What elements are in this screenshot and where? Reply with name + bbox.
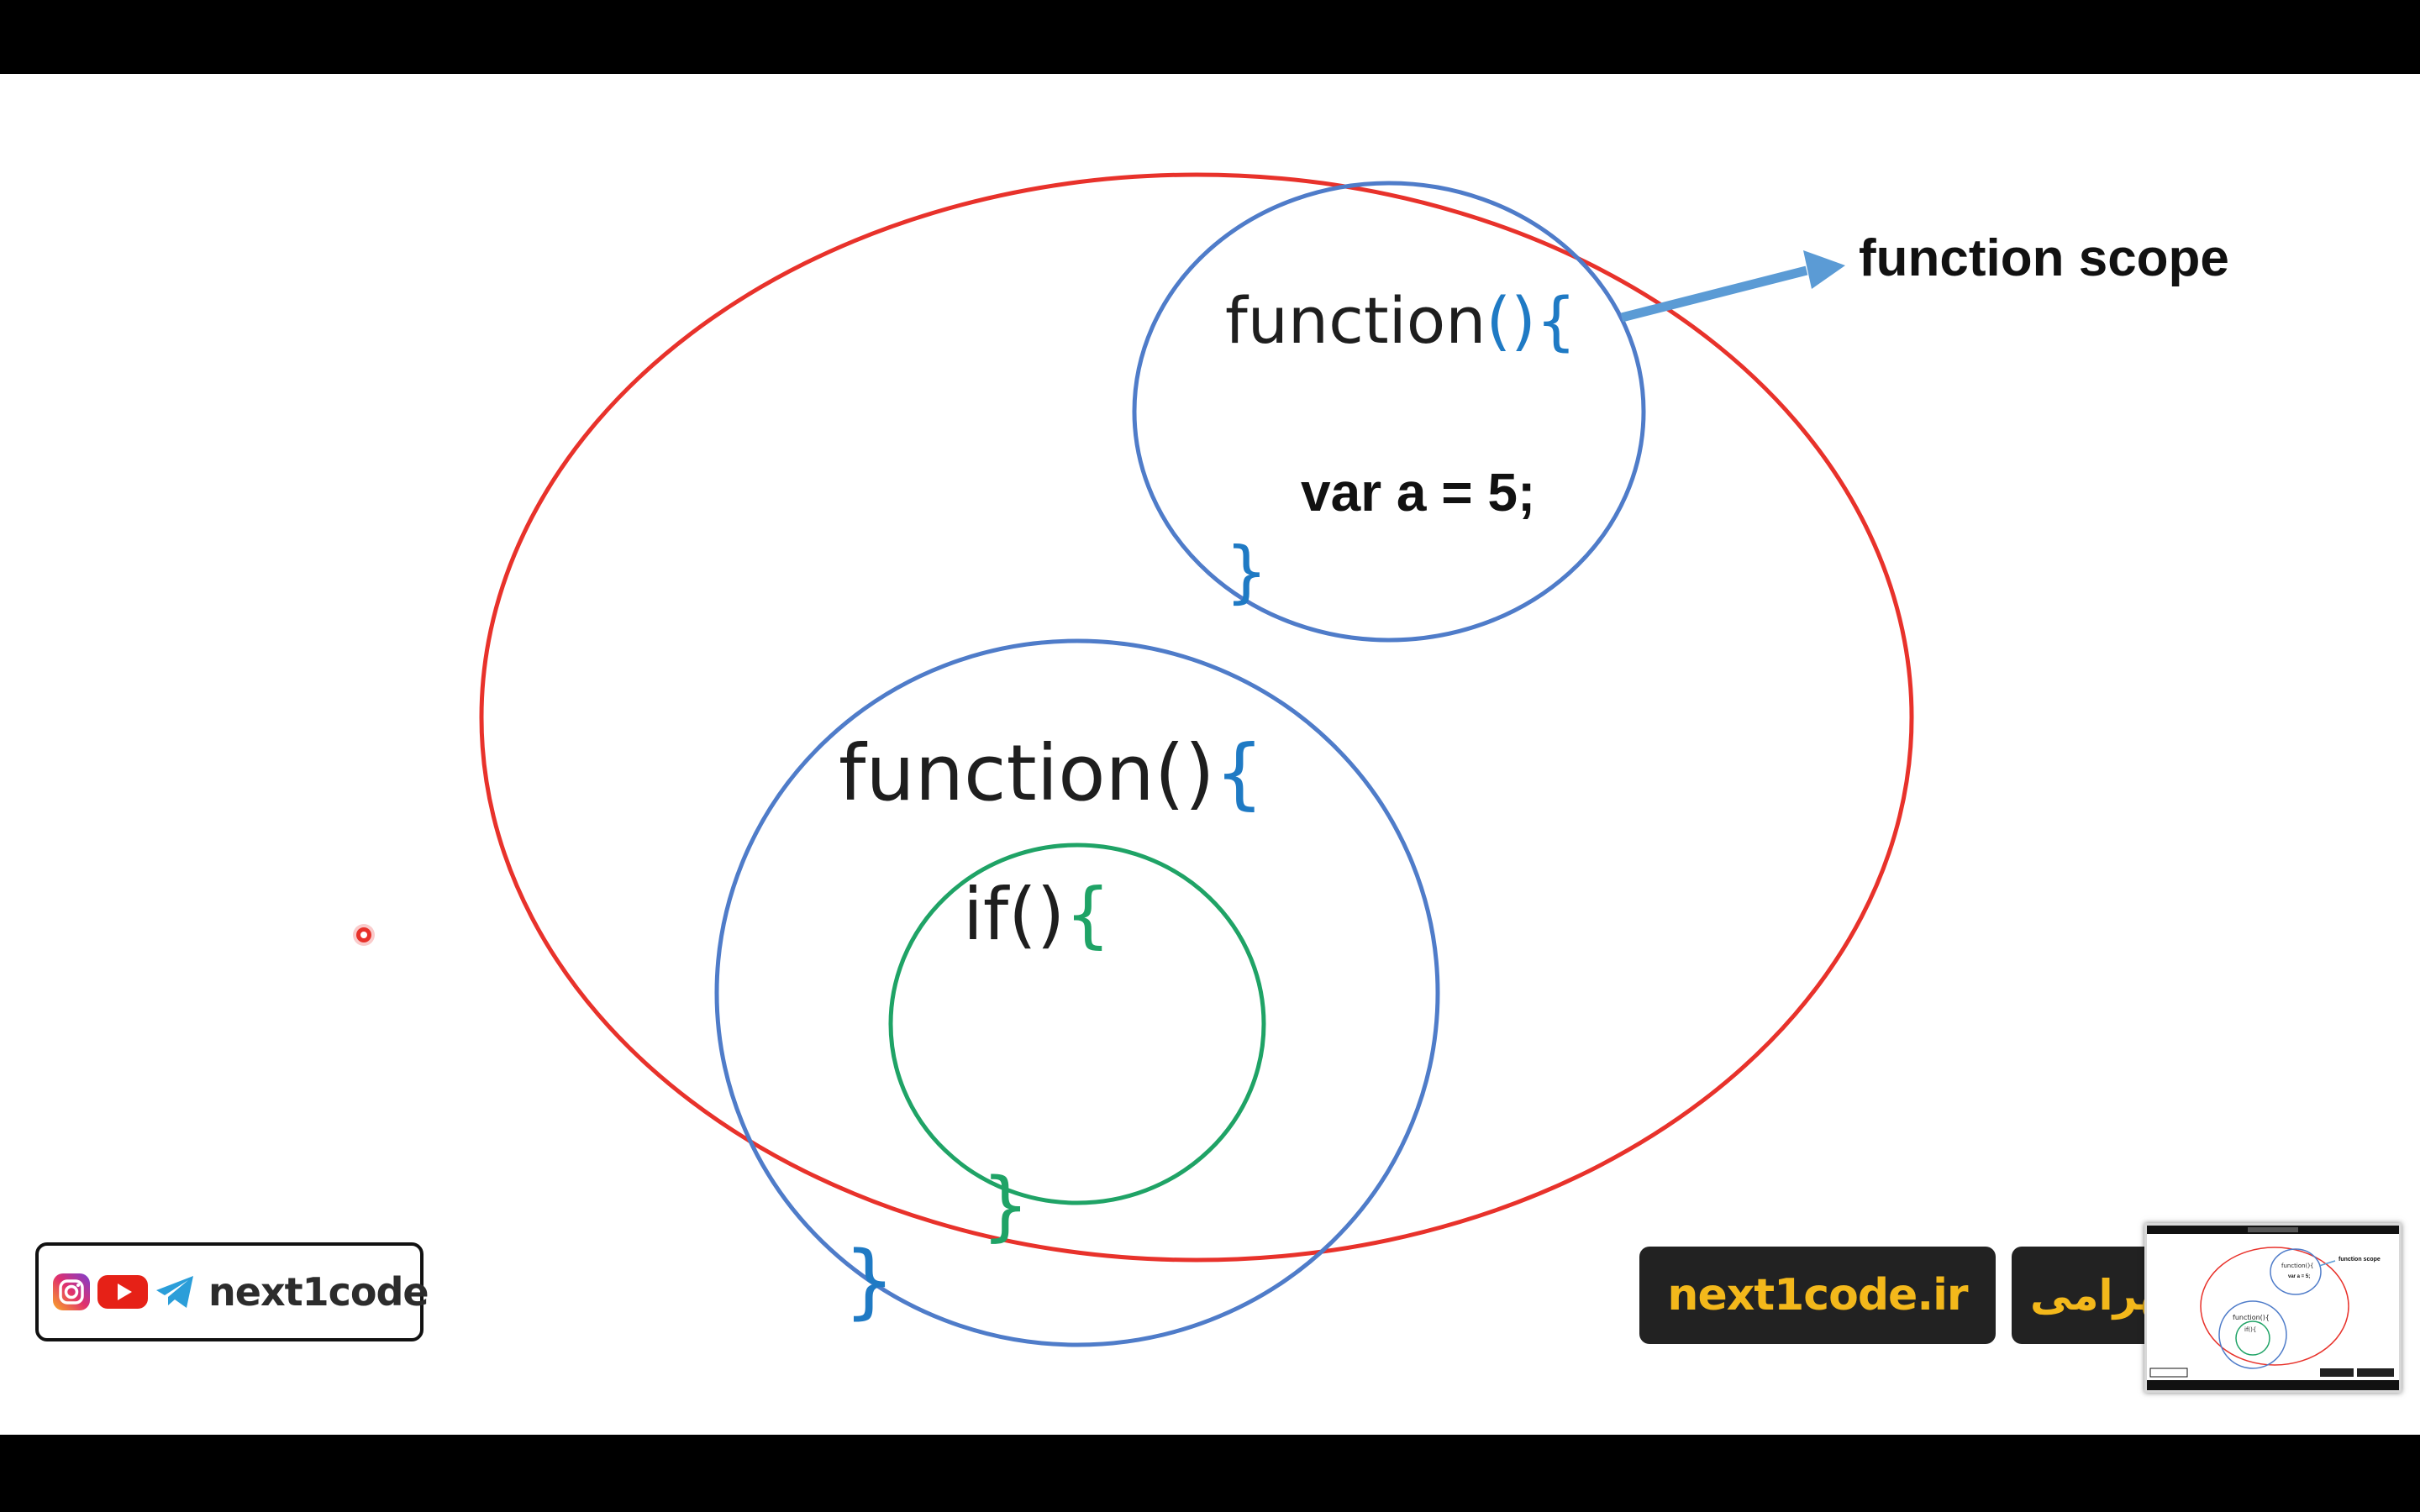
thumbnail-diagram: function scope function(){ var a = 5; fu… bbox=[2147, 1226, 2399, 1390]
outer-close-brace: } bbox=[844, 1234, 895, 1328]
top-letterbox bbox=[0, 0, 2420, 74]
social-handle: next1code bbox=[208, 1269, 429, 1315]
outer-function-signature: function(){ bbox=[839, 728, 1264, 818]
svg-text:function(){: function(){ bbox=[2233, 1314, 2270, 1321]
var-declaration: var a = 5; bbox=[1301, 462, 1535, 522]
svg-text:var a = 5;: var a = 5; bbox=[2288, 1274, 2310, 1279]
if-signature: if(){ bbox=[963, 873, 1111, 957]
scope-function-signature: function(){ bbox=[1225, 283, 1576, 358]
svg-text:function(){: function(){ bbox=[2281, 1263, 2314, 1269]
svg-text:function scope: function scope bbox=[2338, 1257, 2381, 1263]
telegram-icon[interactable] bbox=[155, 1272, 195, 1312]
website-text: next1code.ir bbox=[1667, 1270, 1968, 1320]
youtube-icon[interactable] bbox=[97, 1272, 148, 1312]
instagram-icon[interactable] bbox=[52, 1272, 91, 1312]
scope-diagram: function scope function(){ var a = 5; } … bbox=[479, 172, 2229, 1347]
bottom-letterbox bbox=[0, 1435, 2420, 1512]
social-branding: next1code bbox=[35, 1242, 429, 1341]
website-badge[interactable]: next1code.ir bbox=[1639, 1247, 1996, 1344]
laser-pointer-icon bbox=[353, 924, 375, 946]
scope-close-brace: } bbox=[1225, 533, 1268, 611]
global-scope-circle bbox=[479, 172, 1914, 1263]
svg-text:if(){: if(){ bbox=[2244, 1326, 2256, 1333]
function-scope-label: function scope bbox=[1859, 229, 2229, 287]
callout-arrow bbox=[1620, 250, 1845, 323]
if-block-circle bbox=[888, 843, 1266, 1205]
function-scope-circle bbox=[1132, 181, 1646, 643]
video-frame: function scope function(){ var a = 5; } … bbox=[0, 74, 2420, 1435]
if-close-brace: } bbox=[981, 1162, 1029, 1250]
outer-function-circle bbox=[714, 638, 1440, 1347]
preview-thumbnail[interactable]: function scope function(){ var a = 5; fu… bbox=[2144, 1223, 2402, 1393]
